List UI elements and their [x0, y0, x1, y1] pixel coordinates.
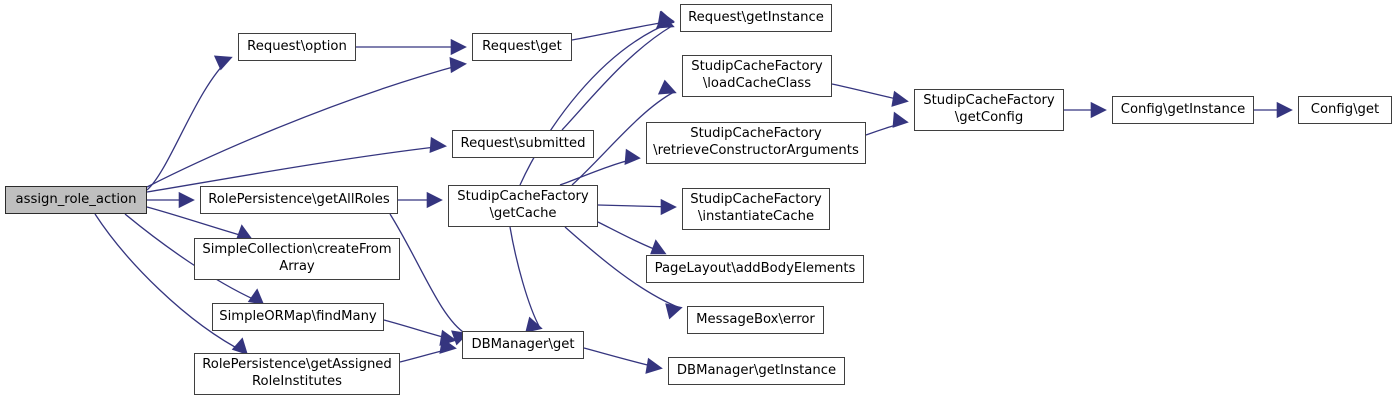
node-instantiatecache[interactable]: StudipCacheFactory \instantiateCache	[682, 188, 830, 230]
arrowhead-rolepersistence_inst-to-dbmanager_get	[439, 337, 457, 354]
node-label-config_get: Config\get	[1310, 101, 1380, 117]
node-request_option[interactable]: Request\option	[238, 33, 356, 61]
node-label-instantiatecache: StudipCacheFactory \instantiateCache	[690, 192, 822, 224]
arrowhead-getcache-to-addbodyelements	[650, 239, 667, 255]
node-label-simplecollection: SimpleCollection\createFrom Array	[202, 242, 392, 274]
node-label-dbmanager_getinst: DBManager\getInstance	[676, 362, 837, 378]
node-label-assign_role_action: assign_role_action	[15, 191, 137, 207]
edge-request_get-to-request_getinstance	[571, 20, 673, 41]
node-label-simpleormap: SimpleORMap\findMany	[219, 308, 377, 324]
node-label-request_getinstance: Request\getInstance	[688, 9, 824, 25]
node-label-addbodyelements: PageLayout\addBodyElements	[654, 260, 856, 276]
node-dbmanager_get[interactable]: DBManager\get	[462, 331, 584, 359]
edge-assign_role_action-to-simpleormap	[124, 213, 263, 304]
node-request_getinstance[interactable]: Request\getInstance	[680, 4, 832, 32]
node-assign_role_action[interactable]: assign_role_action	[5, 186, 147, 214]
node-label-retrieveconstructor: StudipCacheFactory \retrieveConstructorA…	[653, 126, 859, 158]
edge-assign_role_action-to-request_option	[146, 57, 231, 191]
node-label-request_get: Request\get	[482, 38, 562, 54]
arrowhead-getcache-to-loadcacheclass	[657, 79, 677, 95]
node-dbmanager_getinst[interactable]: DBManager\getInstance	[668, 357, 845, 385]
edge-getcache-to-loadcacheclass	[571, 91, 675, 186]
node-request_submitted[interactable]: Request\submitted	[452, 130, 594, 158]
node-request_get[interactable]: Request\get	[472, 33, 572, 61]
node-label-rolepersistence_all: RolePersistence\getAllRoles	[208, 191, 390, 207]
edge-assign_role_action-to-request_submitted	[146, 145, 445, 193]
arrowhead-rolepersistence_all-to-getcache	[426, 191, 443, 209]
arrowhead-assign_role_action-to-rolepersistence_inst	[231, 337, 248, 356]
node-label-dbmanager_get: DBManager\get	[471, 336, 575, 352]
node-rolepersistence_all[interactable]: RolePersistence\getAllRoles	[200, 186, 398, 214]
arrowhead-assign_role_action-to-request_get	[449, 57, 467, 74]
node-label-messagebox_error: MessageBox\error	[696, 311, 815, 327]
edge-getcache-to-messagebox_error	[564, 226, 681, 309]
node-addbodyelements[interactable]: PageLayout\addBodyElements	[646, 255, 864, 283]
arrowhead-getcache-to-request_getinstance	[657, 10, 675, 27]
arrowhead-retrieveconstructor-to-getconfig	[892, 111, 909, 128]
arrowhead-assign_role_action-to-simpleormap	[247, 288, 265, 305]
node-rolepersistence_inst[interactable]: RolePersistence\getAssigned RoleInstitut…	[194, 353, 400, 395]
edge-assign_role_action-to-rolepersistence_inst	[94, 213, 247, 354]
arrowhead-getcache-to-instantiatecache	[660, 198, 677, 216]
node-messagebox_error[interactable]: MessageBox\error	[687, 306, 824, 334]
arrowhead-assign_role_action-to-rolepersistence_all	[178, 191, 195, 209]
arrowhead-assign_role_action-to-request_submitted	[429, 136, 447, 153]
arrowhead-assign_role_action-to-request_option	[213, 55, 233, 71]
arrowhead-getcache-to-messagebox_error	[665, 303, 683, 320]
node-getcache[interactable]: StudipCacheFactory \getCache	[448, 185, 598, 227]
arrowhead-getcache-to-dbmanager_get	[525, 316, 543, 333]
arrowhead-assign_role_action-to-simplecollection	[236, 224, 253, 240]
node-label-getcache: StudipCacheFactory \getCache	[457, 189, 589, 221]
node-config_get[interactable]: Config\get	[1298, 96, 1392, 124]
node-label-request_submitted: Request\submitted	[460, 135, 586, 151]
node-loadcacheclass[interactable]: StudipCacheFactory \loadCacheClass	[682, 55, 832, 97]
node-label-config_getinstance: Config\getInstance	[1120, 101, 1246, 117]
arrowhead-dbmanager_get-to-dbmanager_getinst	[645, 357, 663, 374]
node-label-loadcacheclass: StudipCacheFactory \loadCacheClass	[691, 59, 823, 91]
node-getconfig[interactable]: StudipCacheFactory \getConfig	[914, 89, 1064, 131]
edge-getcache-to-request_getinstance	[519, 21, 673, 186]
node-simplecollection[interactable]: SimpleCollection\createFrom Array	[194, 238, 400, 280]
node-label-request_option: Request\option	[247, 38, 347, 54]
arrowhead-config_getinstance-to-config_get	[1276, 101, 1293, 119]
node-label-rolepersistence_inst: RolePersistence\getAssigned RoleInstitut…	[202, 357, 392, 389]
node-config_getinstance[interactable]: Config\getInstance	[1112, 96, 1254, 124]
arrowhead-request_option-to-request_get	[450, 38, 467, 56]
edge-rolepersistence_all-to-dbmanager_get	[389, 213, 467, 335]
edge-assign_role_action-to-request_get	[146, 63, 465, 188]
arrowhead-getconfig-to-config_getinstance	[1090, 101, 1107, 119]
edge-request_submitted-to-request_getinstance	[561, 25, 673, 131]
node-retrieveconstructor[interactable]: StudipCacheFactory \retrieveConstructorA…	[646, 122, 866, 164]
arrowhead-loadcacheclass-to-getconfig	[891, 90, 909, 107]
arrowhead-getcache-to-retrieveconstructor	[624, 148, 641, 166]
node-label-getconfig: StudipCacheFactory \getConfig	[923, 93, 1055, 125]
edge-getcache-to-dbmanager_get	[509, 226, 541, 329]
node-simpleormap[interactable]: SimpleORMap\findMany	[212, 303, 384, 331]
